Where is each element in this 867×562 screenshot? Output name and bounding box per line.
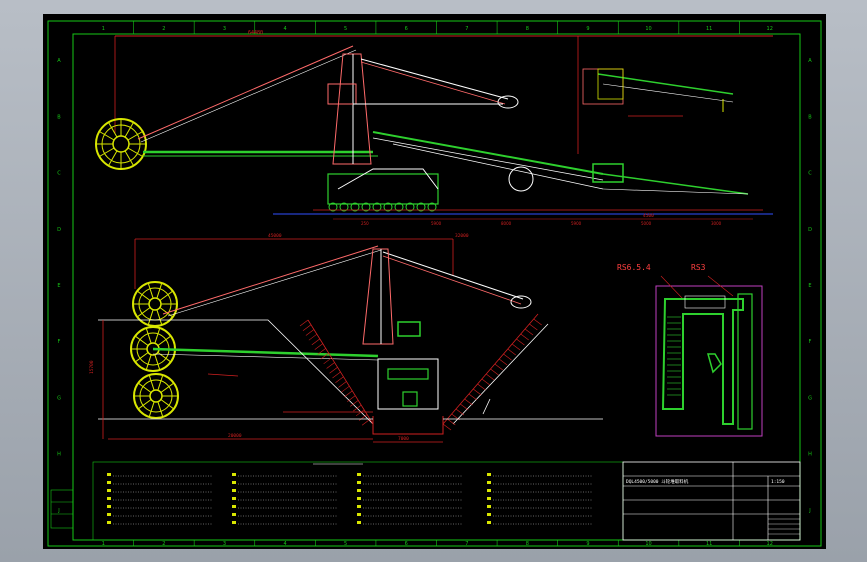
grid-col-label: 11 [706, 541, 712, 547]
crane-tower-icon [327, 53, 519, 165]
grid-col-label: 1 [102, 541, 105, 547]
segment-dimension: 5900 [571, 221, 582, 226]
grid-row-label: G [808, 395, 812, 401]
inner-frame [72, 33, 801, 541]
grid-col-label: 5 [344, 541, 347, 547]
grid-col-label: 8 [526, 541, 529, 547]
grid-col-label: 11 [706, 26, 712, 32]
base-dimension: 20000 [228, 433, 242, 439]
segment-dimension: 3000 [711, 221, 722, 226]
grid-col-label: 12 [767, 541, 773, 547]
title-block: DQL4500/5000 斗轮堆取料机 1:150 [622, 461, 801, 541]
grid-row-label: F [58, 339, 61, 345]
drawing-title: DQL4500/5000 斗轮堆取料机 [626, 478, 689, 485]
grid-col-label: 3 [223, 541, 226, 547]
grid-col-label: 9 [586, 541, 589, 547]
grid-row-label: F [809, 339, 812, 345]
side-view: 64480 [95, 30, 773, 226]
grid-col-label: 3 [223, 26, 226, 32]
grid-col-label: 2 [162, 26, 165, 32]
grid-col-label: 7 [465, 541, 468, 547]
plan-inset: RS6.5.4 RS3 [617, 263, 763, 437]
grid-col-label: 4 [283, 26, 286, 32]
drawing-scale: 1:150 [771, 479, 785, 485]
grid-row-label: H [808, 452, 812, 458]
grid-row-label: H [57, 452, 61, 458]
grid-col-label: 6 [405, 26, 408, 32]
segment-dimension: 8000 [501, 221, 512, 226]
grid-col-label: 10 [645, 541, 651, 547]
grid-col-label: 10 [645, 26, 651, 32]
left-margin-boxes [50, 489, 74, 529]
grid-col-label: 2 [162, 541, 165, 547]
spec-table [92, 461, 624, 541]
inset-right-tag: RS3 [691, 263, 706, 272]
bucket-wheel-icon [132, 281, 178, 327]
bucket-wheel-icon [95, 118, 147, 170]
grid-row-label: C [808, 171, 812, 177]
grid-col-label: 9 [586, 26, 589, 32]
grid-col-label: 8 [526, 26, 529, 32]
segment-dimension: 250 [361, 221, 369, 226]
grid-row-label: J [57, 508, 59, 514]
grid-row-label: J [808, 508, 810, 514]
lower-view: 45000 32000 20000 [89, 233, 603, 443]
tail-length: 4500 [643, 213, 654, 219]
grid-col-label: 4 [283, 541, 286, 547]
bucket-wheel-icon [133, 373, 179, 419]
inset-upper-right [582, 68, 734, 117]
grid-col-label: 5 [344, 26, 347, 32]
left-dimension: 45000 [268, 233, 282, 239]
grid-col-label: 12 [767, 26, 773, 32]
grid-row-label: C [57, 171, 61, 177]
stockpile-icon [98, 313, 549, 431]
grid-row-label: B [808, 114, 812, 120]
center-dimension: 7000 [398, 436, 409, 442]
grid-col-label: 6 [405, 541, 408, 547]
grid-col-label: 1 [102, 26, 105, 32]
grid-row-label: E [808, 283, 811, 289]
segment-dimension: 5000 [641, 221, 652, 226]
inset-left-tag: RS6.5.4 [617, 263, 651, 272]
right-dimension: 32000 [455, 233, 469, 239]
grid-row-label: E [57, 283, 60, 289]
grid-row-label: A [57, 58, 61, 64]
grid-row-label: D [808, 227, 812, 233]
grid-col-label: 7 [465, 26, 468, 32]
overall-dimension: 64480 [248, 30, 263, 36]
outer-frame [47, 20, 822, 547]
grid-row-label: G [57, 395, 61, 401]
height-dimension: 15700 [89, 360, 95, 374]
segment-dimension: 5900 [431, 221, 442, 226]
grid-row-label: A [808, 58, 812, 64]
grid-row-label: D [57, 227, 61, 233]
grid-row-label: B [57, 114, 61, 120]
